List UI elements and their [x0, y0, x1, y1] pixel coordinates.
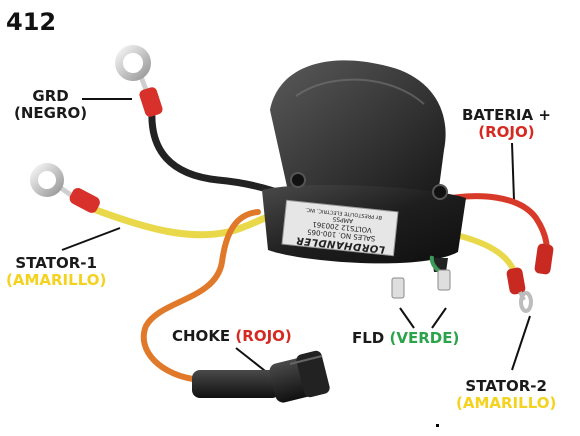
label-stator1: STATOR-1 (AMARILLO)	[6, 255, 106, 289]
label-grd-color: (NEGRO)	[14, 104, 88, 122]
fld-terminals	[391, 255, 451, 299]
label-grd: GRD (NEGRO)	[14, 88, 87, 122]
leader-fld-2	[431, 307, 447, 329]
stator2-wire	[457, 233, 533, 313]
figure-number: 412	[6, 8, 57, 36]
label-bateria: BATERIA + (ROJO)	[462, 107, 551, 141]
bateria-wire	[437, 193, 554, 275]
fld-terminal-2	[437, 269, 451, 291]
stator1-red-insulator	[69, 188, 100, 213]
bateria-red-insulator	[534, 243, 554, 275]
regulator-body	[262, 60, 466, 272]
label-choke-color: (ROJO)	[235, 327, 292, 345]
leader-stator1	[61, 227, 121, 251]
label-fld: FLD (VERDE)	[352, 330, 459, 347]
label-fld-color: (VERDE)	[389, 329, 460, 347]
label-stator2: STATOR-2 (AMARILLO)	[456, 378, 556, 412]
label-stator2-name: STATOR-2	[465, 377, 547, 395]
stator2-ring-terminal	[519, 291, 533, 313]
label-bateria-name: BATERIA +	[462, 106, 551, 124]
label-bateria-color: (ROJO)	[478, 123, 535, 141]
grd-wire	[115, 45, 292, 200]
leader-stator2	[511, 315, 531, 371]
leader-lines	[61, 98, 531, 379]
stator2-red-insulator	[506, 267, 526, 295]
label-fld-name: FLD	[352, 329, 385, 347]
label-choke: CHOKE (ROJO)	[172, 328, 292, 345]
label-stator1-name: STATOR-1	[15, 254, 97, 272]
stator1-wire	[30, 163, 280, 239]
leader-bateria	[511, 142, 515, 201]
grd-red-insulator	[139, 87, 163, 117]
label-stator1-color: (AMARILLO)	[6, 271, 107, 289]
label-choke-name: CHOKE	[172, 327, 231, 345]
label-stator2-color: (AMARILLO)	[456, 394, 557, 412]
choke-wire	[140, 209, 261, 383]
device-label-plate	[281, 199, 399, 257]
stray-dot	[436, 424, 439, 427]
fld-terminal-1	[391, 277, 405, 299]
grd-ring-terminal	[115, 45, 151, 81]
leader-fld-1	[399, 307, 415, 329]
stator1-ring-terminal	[30, 163, 64, 197]
label-grd-name: GRD	[32, 87, 69, 105]
choke-plug	[192, 350, 330, 403]
